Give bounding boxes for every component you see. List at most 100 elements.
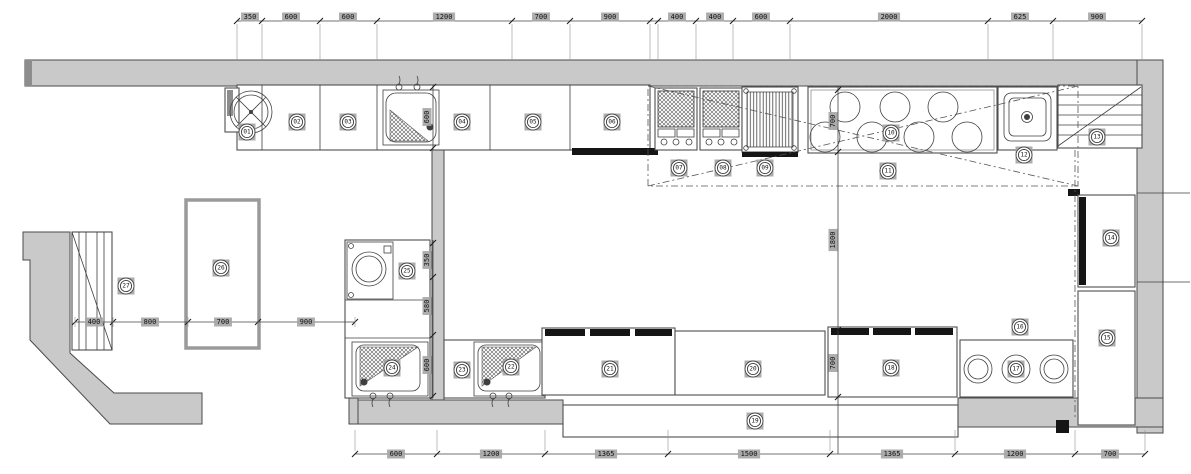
equipment-tag-inner-circle: [716, 161, 730, 175]
dim-tick: [429, 239, 437, 247]
equipment-tag-number: 05: [529, 119, 537, 126]
dimension-label-chip: [668, 12, 686, 22]
dim-tick: [429, 273, 437, 281]
equipment-tag-number: 06: [608, 119, 616, 126]
equipment-tag-number: 07: [675, 165, 683, 172]
dimension-label-chip: [737, 449, 761, 459]
dimension-label-left: 800: [141, 317, 159, 327]
equipment-tag-inner-circle: [341, 115, 355, 129]
equipment-tag-26: 26: [212, 259, 230, 277]
dimension-value: 400: [671, 13, 684, 21]
char-grill-07: [654, 87, 698, 151]
dimension-label-chip: [706, 12, 724, 22]
equipment-tag-number: 22: [507, 364, 515, 371]
equipment-tag-inner-circle: [526, 115, 540, 129]
dimension-value: 700: [1104, 450, 1117, 458]
equipment-tag-inner-circle: [400, 264, 414, 278]
dimension-label-vertical-left: 600: [422, 356, 432, 374]
equipment-tag-02: 02: [288, 113, 306, 131]
equipment-tag-14: 14: [1102, 229, 1120, 247]
equipment-tag-number: 20: [749, 366, 757, 373]
burner-icon: [809, 121, 841, 153]
equipment-tag-11: 11: [879, 162, 897, 180]
column-block: [1056, 420, 1069, 433]
dimension-label-chip: [532, 12, 550, 22]
equipment-tag-23: 23: [453, 361, 471, 379]
dim-tick: [834, 148, 842, 156]
equipment-tag-inner-circle: [1017, 148, 1031, 162]
equipment-tag-number: 25: [403, 268, 411, 275]
equipment-tag-number: 23: [458, 367, 466, 374]
top-counter-line: [224, 75, 658, 155]
equipment-tag-inner-circle: [455, 115, 469, 129]
equipment-tag-inner-circle: [455, 363, 469, 377]
equipment-tag-number: 24: [388, 365, 396, 372]
equipment-tag-12: 12: [1015, 146, 1033, 164]
dimension-value: 1365: [598, 450, 615, 458]
dimension-value: 600: [423, 111, 431, 124]
gas-range-10: [807, 86, 998, 154]
equipment-tag-10: 10: [882, 124, 900, 142]
equipment-tag-number: 18: [887, 365, 895, 372]
dimension-label-top: 600: [282, 12, 300, 22]
equipment-tag-number: 04: [458, 119, 466, 126]
dimension-value: 900: [1091, 13, 1104, 21]
equipment-tag-07: 07: [670, 159, 688, 177]
wall-shelf-bar: [572, 148, 658, 155]
burner-icon: [927, 91, 959, 123]
equipment-tag-inner-circle: [1009, 362, 1023, 376]
dim-tick: [541, 450, 549, 458]
dim-tick: [1138, 17, 1146, 25]
sink-drainboard-hatch: [389, 109, 429, 142]
dimension-value: 900: [300, 318, 313, 326]
dimension-label-top: 600: [339, 12, 357, 22]
equipment-tag-03: 03: [339, 113, 357, 131]
dimension-label-left: 400: [85, 317, 103, 327]
dimension-label-bottom: 1200: [479, 449, 503, 459]
equipment-tag-inner-circle: [1090, 130, 1104, 144]
dimension-label-top: 900: [1088, 12, 1106, 22]
equipment-tag-inner-circle: [119, 279, 133, 293]
dimension-value: 600: [285, 13, 298, 21]
equipment-tag-inner-circle: [748, 414, 762, 428]
equipment-tag-inner-circle: [884, 361, 898, 375]
burner-icon: [879, 91, 911, 123]
dimension-value: 350: [244, 13, 257, 21]
dimension-label-chip: [1011, 12, 1029, 22]
top-wall: [24, 59, 1164, 87]
dimension-label-chip: [141, 317, 159, 327]
equipment-tag-number: 16: [1016, 324, 1024, 331]
dimension-value: 400: [88, 318, 101, 326]
dimension-label-vertical-left: 580: [422, 297, 432, 315]
mixer-25: [346, 241, 394, 300]
dimension-value: 2000: [881, 13, 898, 21]
dimension-label-chip: [422, 297, 432, 315]
dimension-label-chip: [1101, 449, 1119, 459]
equipment-tag-inner-circle: [290, 115, 304, 129]
equipment-tag-inner-circle: [881, 164, 895, 178]
dimension-label-bottom: 1500: [737, 449, 761, 459]
dim-tick: [1049, 17, 1057, 25]
equipment-tag-inner-circle: [758, 161, 772, 175]
dim-tick: [566, 17, 574, 25]
equipment-tag-inner-circle: [1100, 331, 1114, 345]
equipment-tag-25: 25: [398, 262, 416, 280]
equipment-tag-09: 09: [756, 159, 774, 177]
dimension-label-top: 600: [752, 12, 770, 22]
equipment-tag-inner-circle: [603, 362, 617, 376]
dimension-value: 600: [423, 359, 431, 372]
dim-tick: [1141, 450, 1149, 458]
equipment-tag-number: 15: [1103, 335, 1111, 342]
dim-tick: [429, 144, 437, 152]
dimension-value: 700: [535, 13, 548, 21]
dim-tick: [654, 17, 662, 25]
dim-tick: [429, 331, 437, 339]
dimension-label-chip: [297, 317, 315, 327]
dimension-label-chip: [601, 12, 619, 22]
dim-tick: [1071, 450, 1079, 458]
dim-tick: [233, 17, 241, 25]
equipment-tag-inner-circle: [1013, 320, 1027, 334]
equipment-tag-number: 11: [884, 168, 892, 175]
char-grill-08: [699, 87, 743, 151]
